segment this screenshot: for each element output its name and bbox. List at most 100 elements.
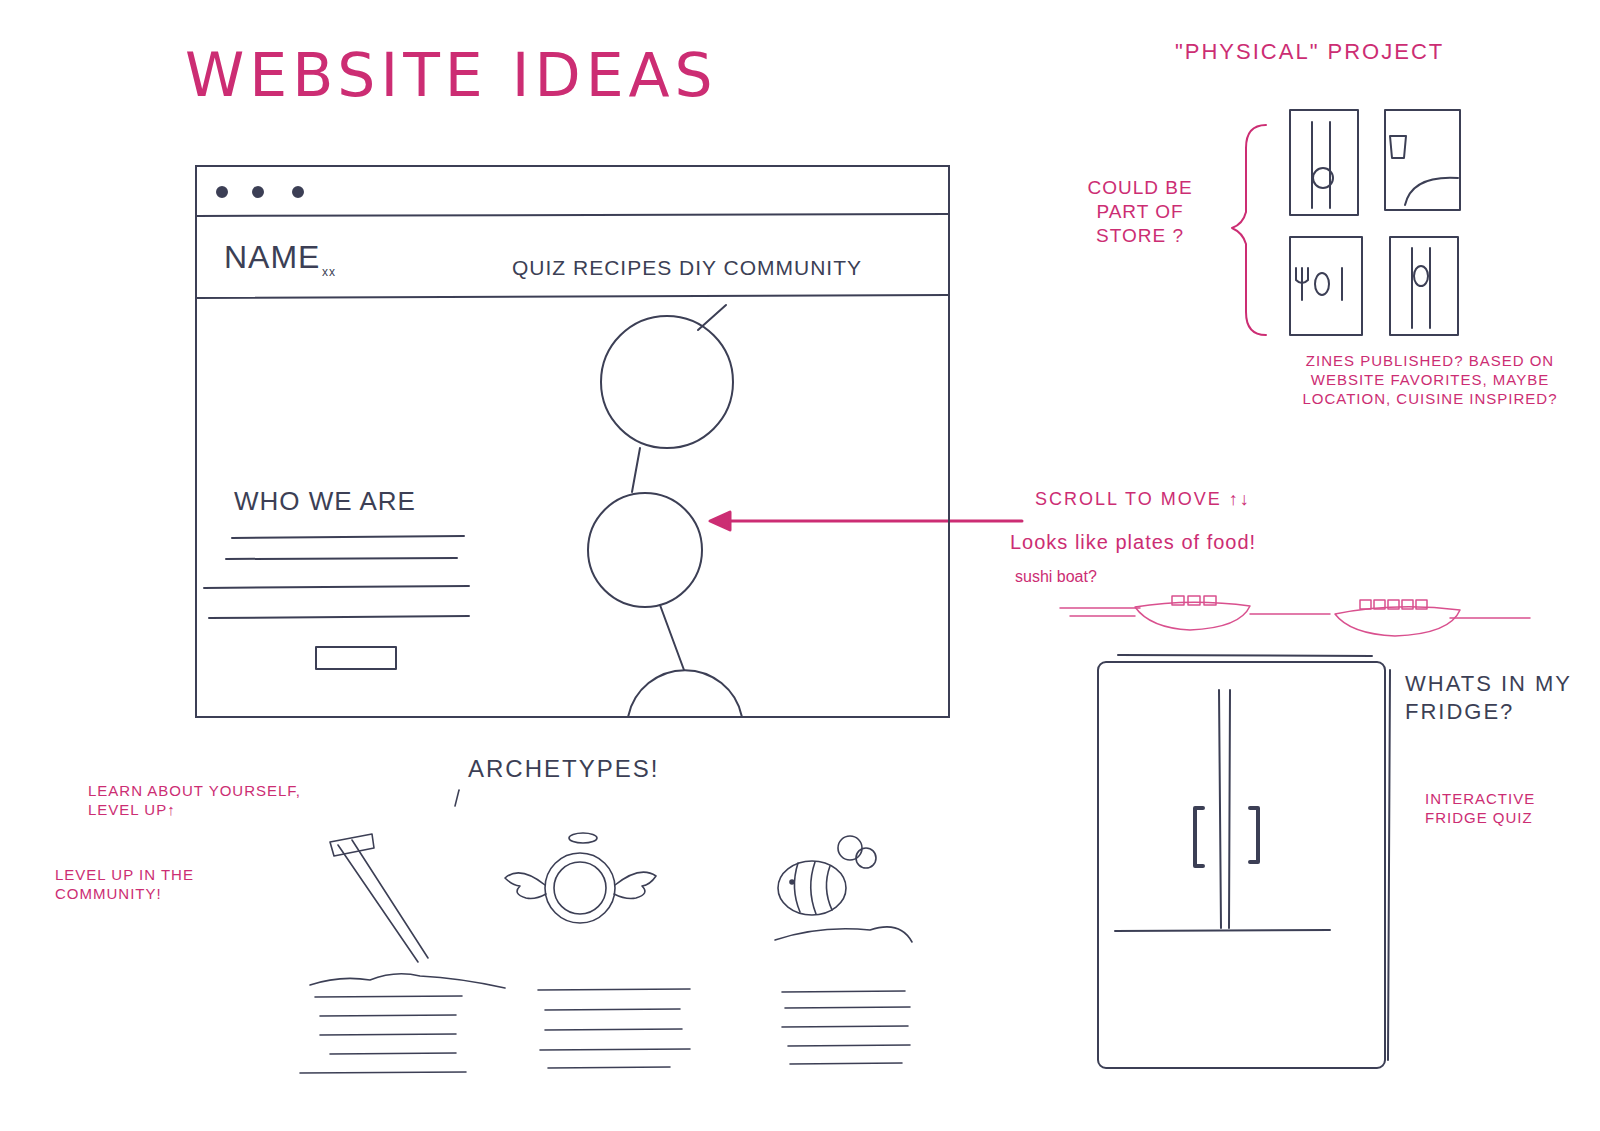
plate-link xyxy=(698,305,726,330)
panel-detail xyxy=(1311,122,1313,208)
plate-circle xyxy=(628,670,741,716)
sushi xyxy=(1188,596,1200,605)
fridge-door-split xyxy=(1229,690,1230,928)
boat xyxy=(1335,607,1460,636)
plate-circle xyxy=(588,493,702,607)
sushi-boat-sketch xyxy=(1060,596,1530,636)
browser-window: NAMExxQUIZ RECIPES DIY COMMUNITYWHO WE A… xyxy=(195,165,950,718)
text-placeholder-line xyxy=(320,1015,456,1016)
sushi xyxy=(1388,600,1399,609)
plate-link xyxy=(660,605,684,670)
text-placeholder-line xyxy=(330,1053,456,1054)
bee-eye xyxy=(790,880,794,884)
sushi xyxy=(1416,600,1427,609)
section-heading: ARCHETYPES! xyxy=(468,754,659,784)
bee-body xyxy=(778,861,846,915)
wing xyxy=(614,872,656,898)
note: COULD BE PART OF STORE ? xyxy=(1065,176,1215,247)
plate-circle xyxy=(601,316,733,448)
fridge-body xyxy=(1098,662,1385,1068)
angel-globe xyxy=(554,862,606,914)
speed-line xyxy=(1070,615,1135,617)
chopstick xyxy=(352,840,428,958)
archetype-sketches xyxy=(300,790,912,1073)
sushi xyxy=(1204,596,1216,605)
note: SCROLL TO MOVE ↑↓ xyxy=(1035,488,1251,511)
note: sushi boat? xyxy=(1015,567,1097,587)
zine-panels xyxy=(1290,110,1460,335)
plate-link xyxy=(632,448,640,492)
knife-icon xyxy=(1341,268,1343,300)
text-placeholder-line xyxy=(545,1009,680,1010)
zine-panel xyxy=(1290,237,1362,335)
text-placeholder-line xyxy=(204,586,469,588)
wing xyxy=(505,873,546,899)
note: ZINES PUBLISHED? BASED ON WEBSITE FAVORI… xyxy=(1280,352,1580,408)
cloud-squiggle xyxy=(775,927,912,942)
header-line xyxy=(197,295,948,298)
fridge-top xyxy=(1118,655,1372,656)
zine-panel xyxy=(1385,110,1460,210)
note: LEVEL UP IN THE COMMUNITY! xyxy=(55,866,265,904)
text-placeholder-line xyxy=(232,536,464,538)
fridge-sketch xyxy=(1098,655,1390,1068)
toolbar-line xyxy=(197,214,948,216)
halo xyxy=(569,833,597,843)
sushi xyxy=(1374,600,1385,609)
chopstick xyxy=(338,845,418,962)
fork-icon xyxy=(1296,268,1308,300)
boat xyxy=(1135,602,1250,630)
text-placeholder-line xyxy=(315,996,462,997)
page-title: WEBSITE IDEAS xyxy=(185,40,718,110)
panel-detail xyxy=(1405,178,1458,205)
text-placeholder-line xyxy=(545,1029,682,1030)
text-placeholder-line xyxy=(540,1049,690,1050)
text-placeholder-line xyxy=(300,1072,466,1073)
plate-icon xyxy=(1315,273,1329,295)
text-placeholder-line xyxy=(782,1026,908,1027)
button-placeholder xyxy=(316,647,396,669)
fridge-drawer-line xyxy=(1115,930,1330,931)
fridge-door-split xyxy=(1219,690,1221,928)
angel-globe xyxy=(545,853,615,923)
bracket xyxy=(1232,125,1266,335)
text-placeholder-line xyxy=(782,991,905,992)
leader-tick xyxy=(455,790,459,806)
bee-wing xyxy=(838,836,862,860)
section-heading: WHO WE ARE xyxy=(234,485,416,518)
window-dot xyxy=(217,187,227,197)
text-placeholder-line xyxy=(209,616,469,618)
cup-icon xyxy=(1390,136,1406,158)
text-placeholder-line xyxy=(538,989,690,990)
sushi xyxy=(1360,600,1371,609)
food-squiggle xyxy=(310,974,505,988)
section-heading: "PHYSICAL" PROJECT xyxy=(1175,38,1444,66)
text-placeholder-line xyxy=(790,1063,902,1064)
sushi xyxy=(1402,600,1413,609)
chopstick-wrapper xyxy=(330,834,374,856)
window-dot xyxy=(293,187,303,197)
note: INTERACTIVE FRIDGE QUIZ xyxy=(1425,790,1575,828)
zine-panel xyxy=(1390,237,1458,335)
text-placeholder-line xyxy=(785,1007,910,1008)
panel-detail xyxy=(1414,266,1428,286)
window-dot xyxy=(253,187,263,197)
fridge-handle xyxy=(1195,808,1203,866)
arrow-line xyxy=(726,520,1022,523)
text-placeholder-line xyxy=(226,558,457,559)
note: Looks like plates of food! xyxy=(1010,530,1256,555)
panel-detail xyxy=(1329,122,1331,208)
text-placeholder-line xyxy=(548,1067,670,1068)
nav-menu: QUIZ RECIPES DIY COMMUNITY xyxy=(512,255,862,281)
note: LEARN ABOUT YOURSELF, LEVEL UP↑ xyxy=(88,782,313,820)
speed-line xyxy=(1450,617,1530,619)
fridge-side xyxy=(1388,670,1390,1060)
speed-line xyxy=(1250,613,1330,615)
text-placeholder-line xyxy=(320,1034,456,1035)
bee-wing xyxy=(856,848,876,868)
scroll-arrow xyxy=(710,512,1022,530)
speed-line xyxy=(1060,607,1140,609)
site-name-suffix: xx xyxy=(322,265,336,280)
arrow-head xyxy=(710,512,730,530)
